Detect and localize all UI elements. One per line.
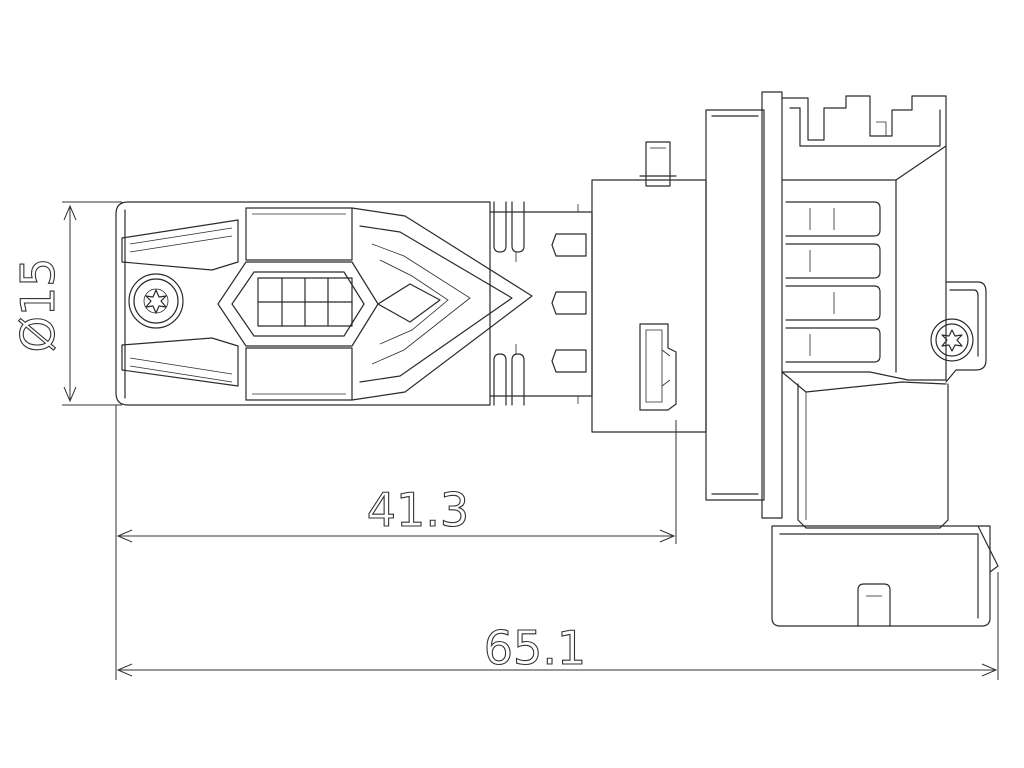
mid-length-label: 41.3	[367, 483, 469, 537]
dimension-total-length: 65.1	[116, 572, 999, 680]
led-head-body	[115, 201, 533, 406]
bulb-base-collar	[489, 109, 765, 501]
torx-screw-icon	[128, 273, 184, 329]
dimension-mid-length: 41.3	[115, 405, 677, 680]
total-length-label: 65.1	[484, 621, 586, 675]
heat-sink-housing	[761, 91, 999, 627]
led-chip-array	[257, 277, 353, 327]
cooling-fins	[785, 201, 881, 363]
torx-screw-icon	[930, 318, 974, 362]
diameter-label: Ø15	[11, 258, 65, 353]
dimension-diameter: Ø15	[10, 201, 122, 406]
